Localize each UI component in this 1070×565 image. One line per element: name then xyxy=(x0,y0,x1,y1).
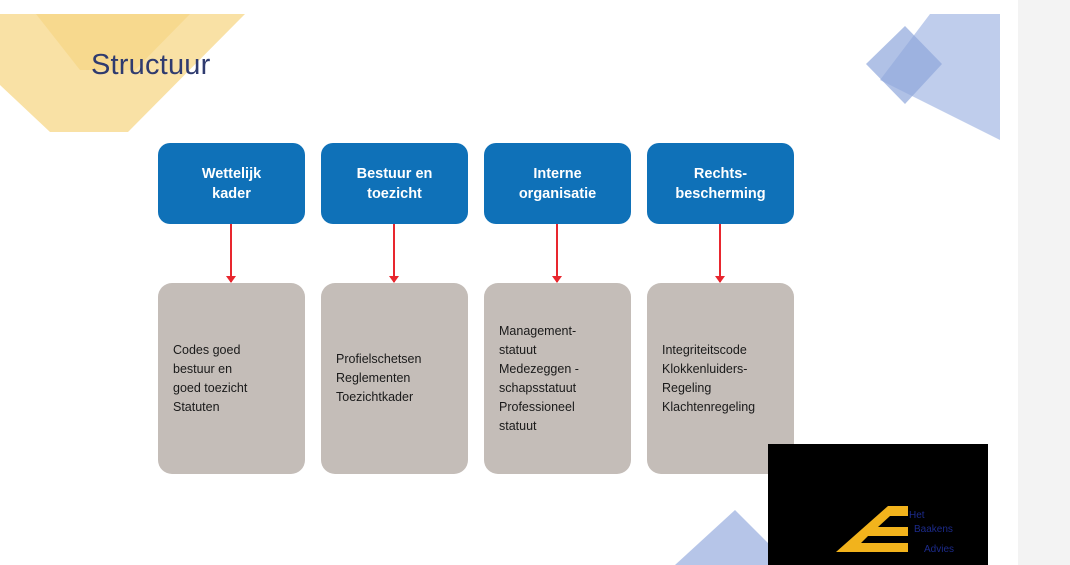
arrow-down-icon xyxy=(226,276,236,283)
header-box: Bestuur en toezicht xyxy=(321,143,468,224)
logo-text-line-3: Advies xyxy=(924,544,955,555)
connector-line xyxy=(719,224,721,282)
content-box: Profielschetsen Reglementen Toezichtkade… xyxy=(321,283,468,474)
content-box: Integriteitscode Klokkenluiders- Regelin… xyxy=(647,283,794,474)
header-box: Wettelijk kader xyxy=(158,143,305,224)
arrow-down-icon xyxy=(389,276,399,283)
slide-title: Structuur xyxy=(91,49,211,81)
logo-mark-icon xyxy=(836,506,908,552)
connector-line xyxy=(230,224,232,282)
blue-diamond-top-right xyxy=(866,26,942,104)
connector-line xyxy=(393,224,395,282)
arrow-down-icon xyxy=(552,276,562,283)
blue-shape-bottom xyxy=(675,510,770,565)
content-box: Codes goed bestuur en goed toezicht Stat… xyxy=(158,283,305,474)
arrow-down-icon xyxy=(715,276,725,283)
connector-line xyxy=(556,224,558,282)
header-box: Interne organisatie xyxy=(484,143,631,224)
logo-text-line-1: Het xyxy=(909,510,925,521)
content-box: Management- statuut Medezeggen - schapss… xyxy=(484,283,631,474)
logo-text-line-2: Baakens xyxy=(914,524,953,535)
yellow-shape-top-left-inner xyxy=(36,14,190,70)
header-box: Rechts- bescherming xyxy=(647,143,794,224)
slide-edge xyxy=(1018,0,1070,565)
